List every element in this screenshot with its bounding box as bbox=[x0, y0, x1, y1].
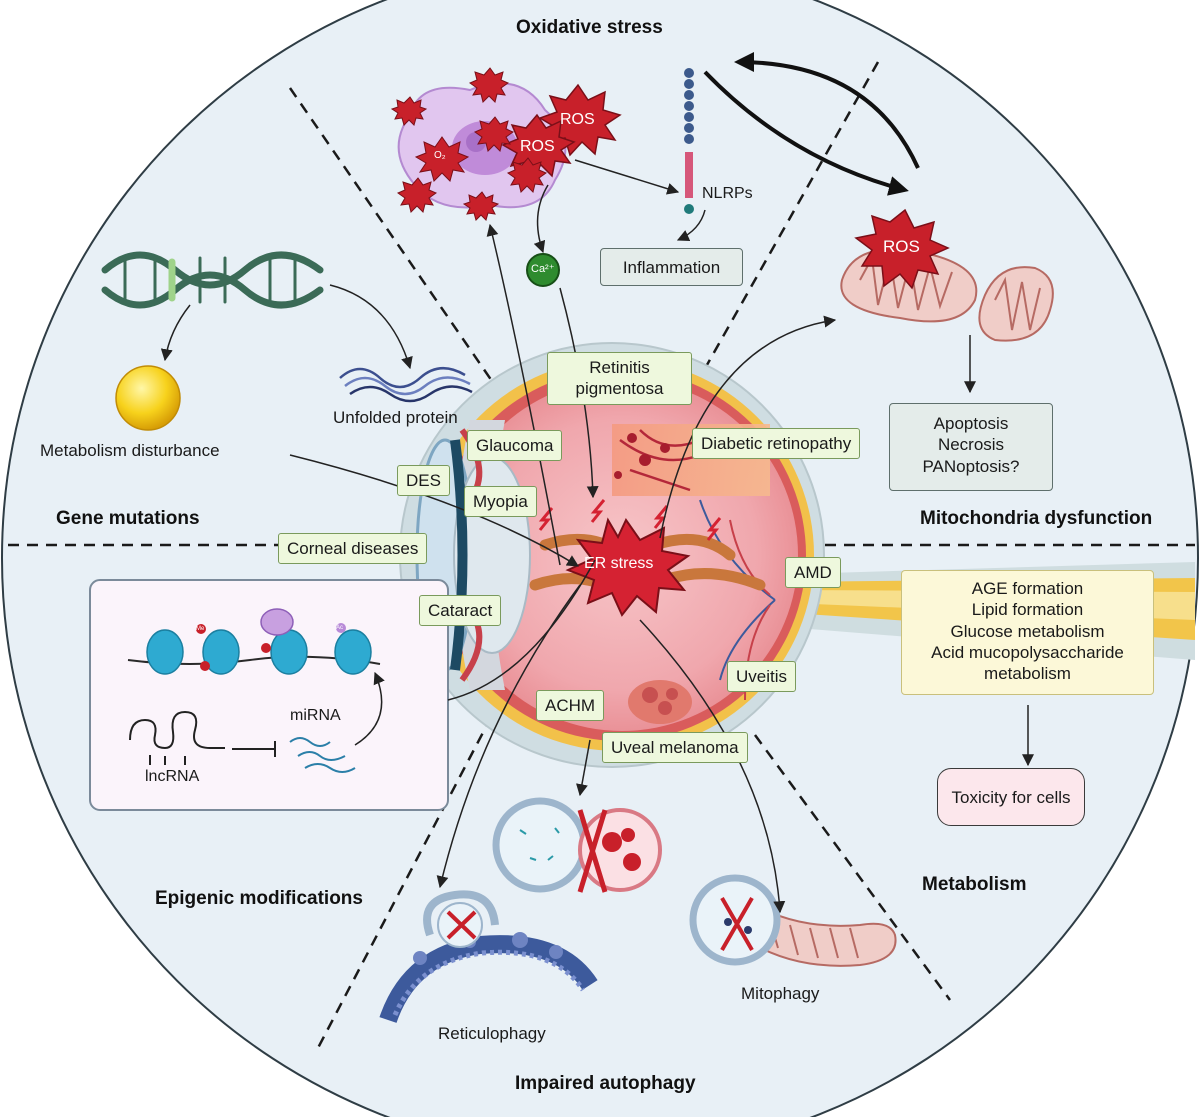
disease-corneal-text: Corneal diseases bbox=[287, 539, 419, 558]
melanoma-blob bbox=[628, 680, 692, 724]
disease-diabetic-retinopathy: Diabetic retinopathy bbox=[692, 428, 861, 460]
disease-des: DES bbox=[397, 465, 450, 497]
section-oxidative-stress: Oxidative stress bbox=[516, 17, 663, 38]
acetyl-mark-label: Ac bbox=[336, 625, 344, 631]
section-mitochondria-dysfunction: Mitochondria dysfunction bbox=[920, 508, 1153, 529]
disease-amd-text: AMD bbox=[794, 563, 832, 582]
autophagosome-lysosome bbox=[492, 797, 662, 893]
inflammation-text: Inflammation bbox=[622, 258, 721, 277]
inhibition-arrow bbox=[232, 741, 276, 757]
section-gene-mutations: Gene mutations bbox=[56, 508, 200, 529]
metabolism-item-acid-cont: metabolism bbox=[984, 664, 1071, 683]
disease-cataract-text: Cataract bbox=[428, 601, 493, 620]
nlrp-chain bbox=[684, 68, 694, 214]
metabolism-item-age: AGE formation bbox=[971, 579, 1084, 598]
inflammation-box: Inflammation bbox=[600, 248, 743, 286]
cell-death-box: Apoptosis Necrosis PANoptosis? bbox=[889, 403, 1053, 491]
disease-amd: AMD bbox=[785, 557, 841, 589]
disease-myopia: Myopia bbox=[464, 486, 537, 518]
disease-retinitis-pigmentosa: Retinitis pigmentosa bbox=[547, 352, 692, 405]
disease-glaucoma-text: Glaucoma bbox=[476, 436, 554, 455]
lncrna-hairpins bbox=[129, 710, 225, 765]
lncrna-label: lncRNA bbox=[145, 768, 200, 785]
disease-uveitis-text: Uveitis bbox=[736, 667, 788, 686]
cell-death-apoptosis: Apoptosis bbox=[933, 414, 1009, 433]
cycle-arrows bbox=[703, 52, 920, 196]
cell-death-panoptosis: PANoptosis? bbox=[922, 456, 1020, 476]
o2-radicals bbox=[390, 67, 548, 221]
unfolded-protein-label: Unfolded protein bbox=[333, 408, 458, 427]
ros-label-2: ROS bbox=[520, 138, 555, 155]
er-stress-burst bbox=[538, 499, 722, 617]
section-epigenic-modifications: Epigenic modifications bbox=[155, 888, 363, 909]
cell-death-necrosis: Necrosis bbox=[937, 435, 1005, 455]
metabolism-list-box: AGE formation Lipid formation Glucose me… bbox=[901, 570, 1154, 695]
disease-cataract: Cataract bbox=[419, 595, 502, 627]
disease-retinitis-line2: pigmentosa bbox=[575, 379, 664, 399]
disease-achm-text: ACHM bbox=[545, 696, 596, 715]
mirna-label: miRNA bbox=[290, 707, 341, 724]
toxicity-box: Toxicity for cells bbox=[937, 768, 1085, 826]
reticulophagy-label: Reticulophagy bbox=[438, 1024, 546, 1043]
mitochondria bbox=[840, 208, 1054, 342]
er-stress-label: ER stress bbox=[584, 555, 654, 572]
mitophagy-illustration bbox=[689, 874, 897, 967]
metabolism-disturbance-label: Metabolism disturbance bbox=[40, 441, 220, 460]
dna-helix bbox=[101, 251, 324, 309]
disease-uveitis: Uveitis bbox=[727, 661, 797, 693]
disease-des-text: DES bbox=[406, 471, 441, 490]
o2-label: O₂ bbox=[434, 150, 446, 161]
section-impaired-autophagy: Impaired autophagy bbox=[515, 1073, 696, 1094]
unfolded-protein bbox=[339, 367, 473, 403]
nlrps-label: NLRPs bbox=[702, 185, 753, 202]
disease-uveal-melanoma-text: Uveal melanoma bbox=[611, 738, 739, 757]
disease-myopia-text: Myopia bbox=[473, 492, 528, 511]
disease-corneal: Corneal diseases bbox=[278, 533, 428, 565]
nucleosome-chain bbox=[127, 608, 381, 675]
calcium-label: Ca²⁺ bbox=[531, 263, 555, 275]
metabolism-item-lipid: Lipid formation bbox=[971, 600, 1084, 620]
disease-diabetic-retinopathy-text: Diabetic retinopathy bbox=[701, 434, 852, 453]
disease-achm: ACHM bbox=[536, 690, 605, 722]
ros-burst-medium bbox=[501, 113, 576, 179]
ros-label-1: ROS bbox=[560, 111, 595, 128]
disease-glaucoma: Glaucoma bbox=[467, 430, 563, 462]
metabolism-item-glucose: Glucose metabolism bbox=[950, 621, 1105, 641]
metabolism-sphere bbox=[115, 365, 181, 431]
section-dividers bbox=[8, 61, 1195, 1049]
reticulophagy-illustration bbox=[379, 890, 598, 1024]
ros-label-mito: ROS bbox=[883, 237, 920, 256]
toxicity-text: Toxicity for cells bbox=[951, 788, 1071, 807]
mirna-strands bbox=[289, 737, 356, 773]
disease-retinitis-line1: Retinitis bbox=[589, 358, 650, 377]
calcium-bead bbox=[526, 253, 560, 287]
metabolism-item-acid: Acid mucopolysaccharide bbox=[931, 642, 1124, 662]
disease-uveal-melanoma: Uveal melanoma bbox=[602, 732, 748, 764]
mitophagy-label: Mitophagy bbox=[741, 984, 820, 1003]
section-metabolism: Metabolism bbox=[922, 874, 1027, 895]
histone-mark-label: Me bbox=[196, 626, 205, 632]
